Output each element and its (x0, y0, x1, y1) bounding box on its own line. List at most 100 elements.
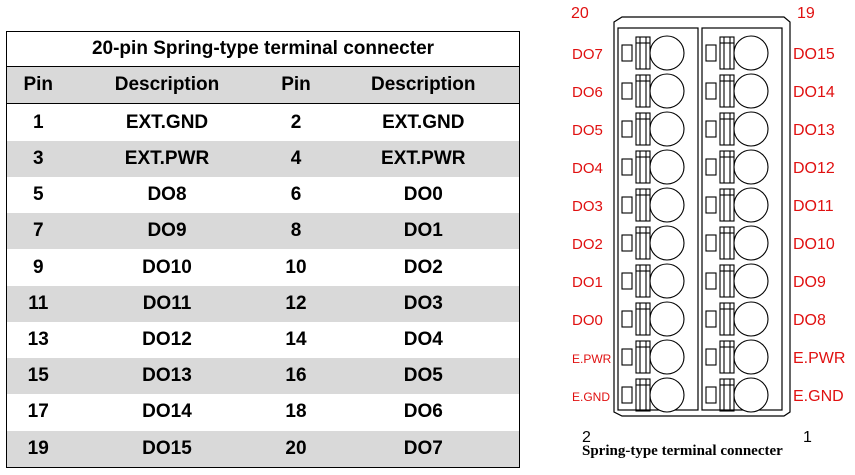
pin-number: 12 (264, 285, 328, 322)
diagram-caption: Spring-type terminal connecter (582, 443, 783, 459)
pin-number: 8 (264, 213, 328, 250)
pin-number: 16 (264, 358, 328, 395)
terminal-left (621, 339, 685, 375)
pin-description: DO7 (327, 430, 521, 468)
corner-label-bottom-right: 1 (803, 429, 812, 446)
right-pin-label: DO12 (793, 160, 835, 177)
pin-description: DO12 (69, 321, 265, 359)
left-pin-label: DO1 (572, 274, 603, 291)
left-pin-label: DO5 (572, 122, 603, 139)
pin-number: 20 (264, 430, 328, 468)
pin-description: EXT.GND (327, 103, 521, 141)
terminal-left (621, 263, 685, 299)
table-row: 5 DO8 6 DO0 (6, 176, 521, 214)
pin-number: 2 (264, 103, 328, 141)
corner-label-top-left: 20 (571, 5, 589, 22)
terminal-right (705, 377, 769, 413)
pin-number: 9 (6, 249, 70, 286)
terminal-right (705, 225, 769, 261)
pin-description: DO5 (327, 358, 521, 395)
terminal-right (705, 73, 769, 109)
pin-description: EXT.GND (69, 103, 265, 141)
table-row: 15 DO13 16 DO5 (6, 358, 521, 395)
left-pin-label: DO4 (572, 160, 603, 177)
pin-description: EXT.PWR (327, 140, 521, 177)
right-pin-label: DO11 (793, 198, 834, 215)
right-pin-label: DO13 (793, 122, 835, 139)
left-pin-label: E.GND (572, 390, 610, 404)
left-pin-label: DO6 (572, 84, 603, 101)
table-row: 3 EXT.PWR 4 EXT.PWR (6, 140, 521, 177)
terminal-left (621, 111, 685, 147)
pin-description: DO10 (69, 249, 265, 286)
left-pin-label: E.PWR (572, 352, 612, 366)
pin-table: 20-pin Spring-type terminal connecter Pi… (5, 30, 521, 468)
terminal-right (705, 263, 769, 299)
pin-description: DO8 (69, 176, 265, 214)
table-row: 11 DO11 12 DO3 (6, 285, 521, 322)
pin-number: 4 (264, 140, 328, 177)
pin-number: 19 (6, 430, 70, 468)
header-pin-a: Pin (6, 66, 70, 105)
pin-number: 17 (6, 394, 70, 431)
terminal-right (705, 339, 769, 375)
right-pin-label: DO8 (793, 312, 826, 329)
header-description-a: Description (69, 66, 265, 105)
pin-number: 6 (264, 176, 328, 214)
pin-description: DO6 (327, 394, 521, 431)
terminal-cells (621, 35, 769, 413)
pin-number: 13 (6, 321, 70, 359)
right-pin-label: E.GND (793, 388, 844, 405)
table-row: 13 DO12 14 DO4 (6, 321, 521, 359)
terminal-right (705, 301, 769, 337)
terminal-left (621, 149, 685, 185)
pin-description: DO9 (69, 213, 265, 250)
pin-description: DO4 (327, 321, 521, 359)
terminal-left (621, 73, 685, 109)
right-pin-label: DO9 (793, 274, 826, 291)
pin-number: 18 (264, 394, 328, 431)
pin-number: 1 (6, 103, 70, 141)
table-title: 20-pin Spring-type terminal connecter (5, 30, 521, 68)
table-row: 9 DO10 10 DO2 (6, 249, 521, 286)
pin-description: DO13 (69, 358, 265, 395)
table-row: 19 DO15 20 DO7 (6, 430, 521, 468)
left-pin-label: DO0 (572, 312, 603, 329)
corner-label-top-right: 19 (797, 5, 815, 22)
header-description-b: Description (327, 66, 521, 105)
table-header-row: Pin Description Pin Description (6, 66, 521, 105)
header-pin-b: Pin (264, 66, 328, 105)
right-pin-label: DO10 (793, 236, 835, 253)
pin-number: 11 (6, 285, 70, 322)
pin-number: 10 (264, 249, 328, 286)
left-pin-label: DO7 (572, 46, 603, 63)
pin-description: DO1 (327, 213, 521, 250)
pin-number: 14 (264, 321, 328, 359)
table-row: 1 EXT.GND 2 EXT.GND (6, 103, 521, 141)
pin-description: DO0 (327, 176, 521, 214)
pin-number: 15 (6, 358, 70, 395)
pin-description: DO15 (69, 430, 265, 468)
left-pin-label: DO3 (572, 198, 603, 215)
pin-number: 3 (6, 140, 70, 177)
terminal-left (621, 377, 685, 413)
terminal-left (621, 301, 685, 337)
pin-number: 7 (6, 213, 70, 250)
right-pin-label: E.PWR (793, 350, 845, 367)
pin-description: DO2 (327, 249, 521, 286)
terminal-left (621, 187, 685, 223)
pin-description: DO14 (69, 394, 265, 431)
pin-description: DO3 (327, 285, 521, 322)
terminal-right (705, 111, 769, 147)
pin-description: EXT.PWR (69, 140, 265, 177)
table-row: 17 DO14 18 DO6 (6, 394, 521, 431)
pin-table-body: 20-pin Spring-type terminal connecter Pi… (5, 30, 521, 468)
terminal-left (621, 35, 685, 71)
left-pin-label: DO2 (572, 236, 603, 253)
right-pin-label: DO15 (793, 46, 835, 63)
terminal-right (705, 149, 769, 185)
right-pin-label: DO14 (793, 84, 835, 101)
terminal-left (621, 225, 685, 261)
